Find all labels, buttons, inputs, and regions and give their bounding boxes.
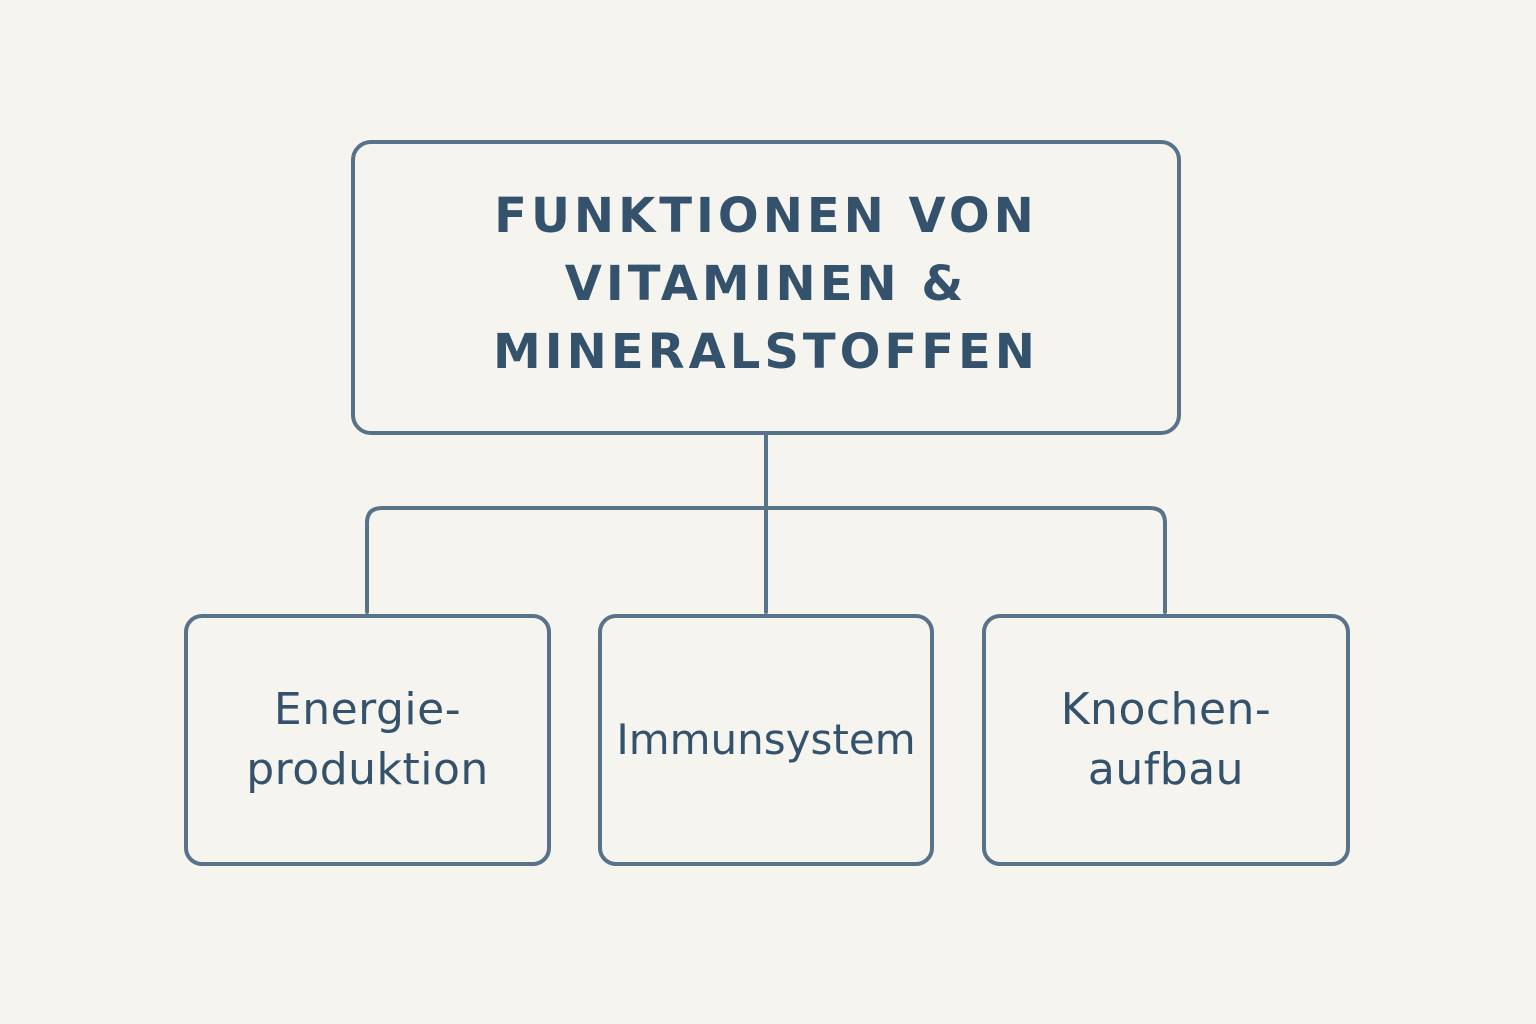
- root-node: FUNKTIONEN VON VITAMINEN & MINERALSTOFFE…: [351, 140, 1181, 435]
- child-label-energieproduktion: Energie- produktion: [246, 684, 489, 795]
- child-node-immunsystem: Immunsystem: [598, 614, 934, 866]
- child-node-knochenaufbau: Knochen- aufbau: [982, 614, 1350, 866]
- child-node-energieproduktion: Energie- produktion: [184, 614, 551, 866]
- child-label-knochenaufbau: Knochen- aufbau: [1060, 684, 1272, 795]
- child-label-immunsystem: Immunsystem: [616, 715, 916, 764]
- root-title: FUNKTIONEN VON VITAMINEN & MINERALSTOFFE…: [493, 187, 1039, 380]
